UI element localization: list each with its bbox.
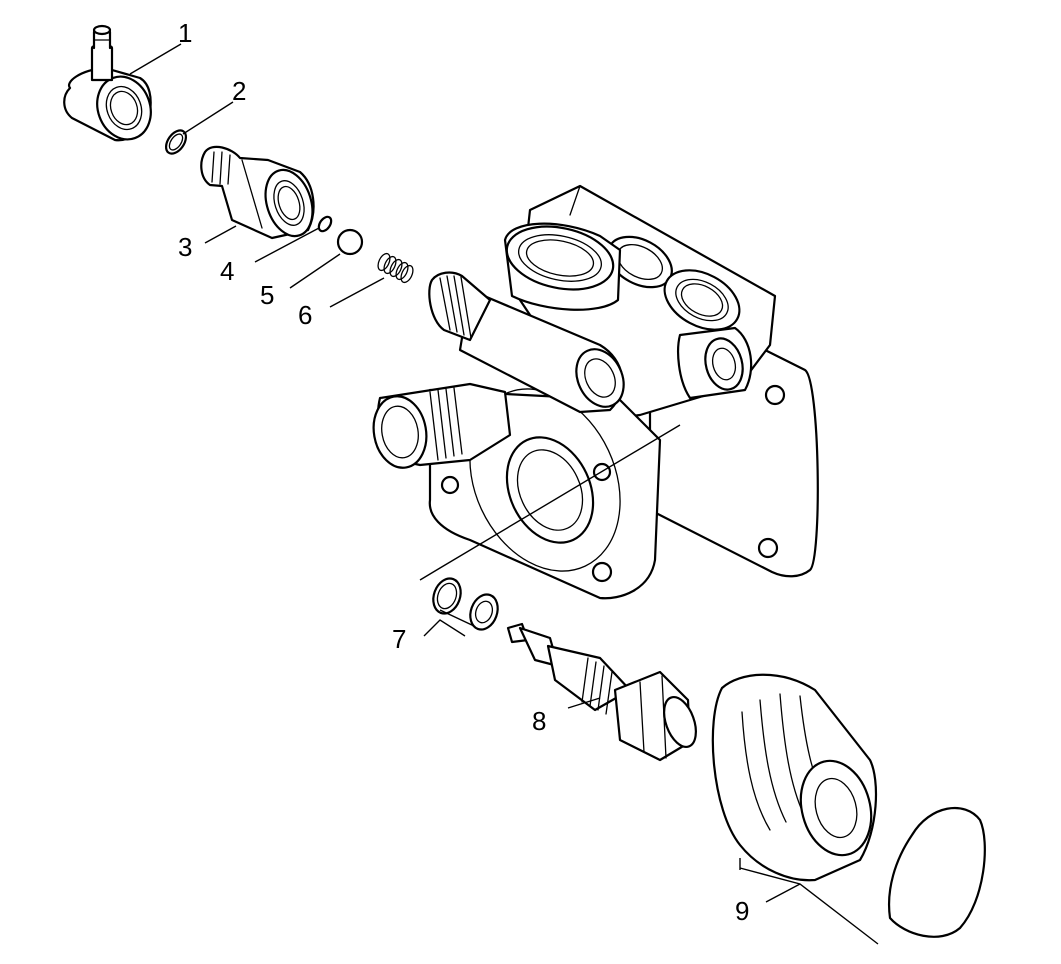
callout-4: 4 (220, 256, 234, 286)
callout-7: 7 (392, 624, 406, 654)
callouts: 1 2 3 4 5 6 7 8 9 (178, 18, 749, 926)
part-1-elbow-fitting (63, 24, 152, 142)
callout-6: 6 (298, 300, 312, 330)
part-8-valve-cartridge (506, 622, 697, 762)
part-2-o-ring (164, 129, 188, 155)
part-7-seal-set (432, 577, 499, 631)
part-6-spring (377, 252, 414, 284)
callout-1: 1 (178, 18, 192, 48)
callout-2: 2 (232, 76, 246, 106)
callout-3: 3 (178, 232, 192, 262)
part-5-ball (336, 228, 364, 256)
part-9-cap (711, 673, 986, 938)
pump-head-body (372, 184, 819, 600)
callout-5: 5 (260, 280, 274, 310)
callout-8: 8 (532, 706, 546, 736)
leader-lines (129, 43, 879, 945)
part-3-hex-nipple (200, 145, 315, 240)
part-4-small-o-ring (317, 215, 333, 233)
callout-9: 9 (735, 896, 749, 926)
